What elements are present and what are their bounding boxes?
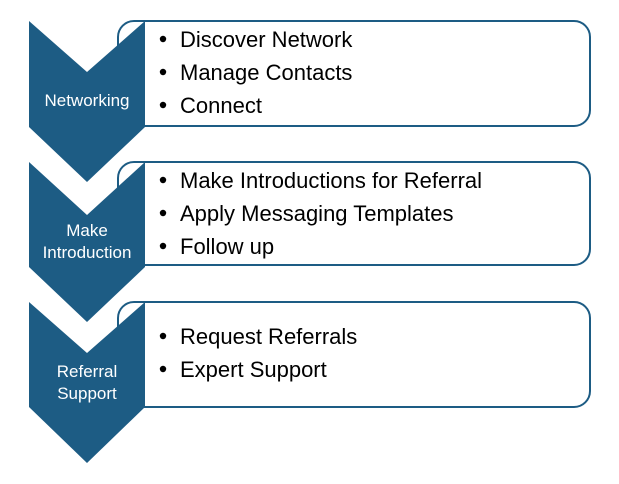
- bullet-dot: [159, 176, 167, 184]
- stage-make-introduction-label-line-1: Make: [66, 221, 108, 240]
- stage-referral-support-item-2: Expert Support: [180, 357, 327, 382]
- stage-make-introduction-chevron: [29, 162, 145, 322]
- stage-referral-support: Referral Support Request Referrals Exper…: [29, 301, 591, 463]
- stage-make-introduction-label-line-2: Introduction: [43, 243, 132, 262]
- stage-referral-support-chevron: [29, 302, 145, 463]
- stage-referral-support-item-1: Request Referrals: [180, 324, 357, 349]
- bullet-dot: [159, 332, 167, 340]
- stage-make-introduction-item-1: Make Introductions for Referral: [180, 168, 482, 193]
- stage-make-introduction: Make Introduction Make Introductions for…: [29, 161, 591, 322]
- stage-make-introduction-item-3: Follow up: [180, 234, 274, 259]
- bullet-dot: [159, 242, 167, 250]
- bullet-dot: [159, 209, 167, 217]
- stage-networking-chevron: [29, 21, 145, 182]
- stage-networking-item-1: Discover Network: [180, 27, 353, 52]
- stage-referral-support-label-line-2: Support: [57, 384, 117, 403]
- stage-networking-item-3: Connect: [180, 93, 262, 118]
- stage-referral-support-label-line-1: Referral: [57, 362, 117, 381]
- stage-make-introduction-item-2: Apply Messaging Templates: [180, 201, 454, 226]
- stage-referral-support-box: [117, 301, 591, 408]
- bullet-dot: [159, 35, 167, 43]
- stage-networking-item-2: Manage Contacts: [180, 60, 352, 85]
- bullet-dot: [159, 68, 167, 76]
- bullet-dot: [159, 365, 167, 373]
- bullet-dot: [159, 101, 167, 109]
- stage-networking: Networking Discover Network Manage Conta…: [29, 20, 591, 182]
- stage-networking-label: Networking: [44, 91, 129, 110]
